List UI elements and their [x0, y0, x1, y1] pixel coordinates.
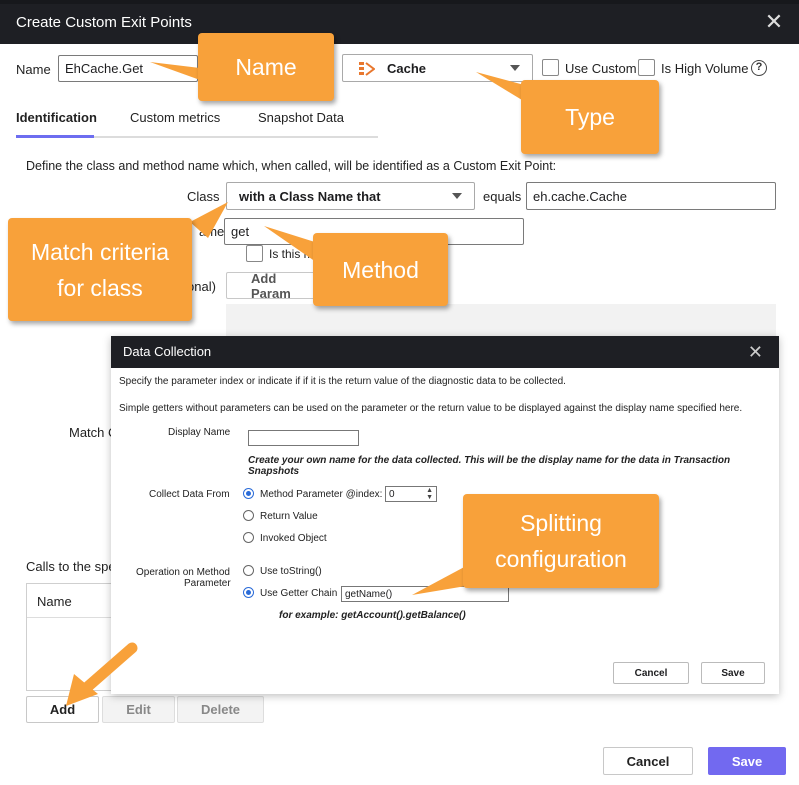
- name-label: Name: [16, 62, 51, 77]
- return-value-label: Return Value: [260, 511, 318, 522]
- tab-identification[interactable]: Identification: [16, 110, 97, 125]
- operation-label-line2: Parameter: [184, 578, 231, 589]
- return-value-radio[interactable]: [243, 510, 254, 521]
- optional-label: onal): [187, 279, 216, 294]
- getter-chain-label: Use Getter Chain: [260, 588, 338, 599]
- parameter-panel: [226, 304, 776, 338]
- add-parameter-button[interactable]: Add Param: [226, 271, 316, 301]
- data-collection-dialog: Data Collection ✕ Specify the parameter …: [111, 336, 779, 694]
- tab-bar-divider: [16, 136, 378, 138]
- dc-description-1: Specify the parameter index or indicate …: [119, 376, 566, 387]
- calls-label: Calls to the spe: [26, 559, 116, 574]
- tostring-label: Use toString(): [260, 566, 322, 577]
- getter-chain-example: for example: getAccount().getBalance(): [279, 610, 466, 621]
- window-title: Create Custom Exit Points: [16, 14, 192, 31]
- class-name-value: eh.cache.Cache: [533, 188, 627, 204]
- tab-custom-metrics[interactable]: Custom metrics: [130, 110, 221, 125]
- class-name-input[interactable]: eh.cache.Cache: [526, 182, 776, 210]
- type-select[interactable]: Cache: [342, 54, 533, 82]
- edit-button[interactable]: Edit: [102, 696, 175, 723]
- use-custom-label: Use Custom: [565, 61, 637, 76]
- class-match-select[interactable]: with a Class Name that: [226, 182, 475, 210]
- save-button[interactable]: Save: [708, 747, 786, 775]
- use-custom-checkbox[interactable]: [542, 59, 559, 76]
- cache-icon: [359, 62, 375, 76]
- name-input[interactable]: EhCache.Get: [58, 55, 198, 82]
- parameter-index-value: 0: [389, 488, 395, 500]
- identification-instructions: Define the class and method name which, …: [26, 159, 557, 173]
- display-name-input[interactable]: [248, 430, 359, 446]
- window-titlebar: Create Custom Exit Points ✕: [0, 0, 799, 44]
- method-label: ame: [199, 224, 225, 239]
- chevron-down-icon: [452, 193, 462, 199]
- data-collection-title: Data Collection: [123, 344, 212, 359]
- chevron-down-icon: [510, 65, 520, 71]
- is-this-checkbox[interactable]: [246, 245, 263, 262]
- stepper-arrows-icon[interactable]: ▲▼: [426, 487, 433, 501]
- operation-label-line1: Operation on Method: [136, 567, 230, 578]
- callout-match-criteria: Match criteria for class: [8, 218, 192, 321]
- add-button[interactable]: Add: [26, 696, 99, 723]
- callout-splitting: Splitting configuration: [463, 494, 659, 588]
- equals-label: equals: [483, 189, 522, 204]
- data-collection-titlebar: Data Collection ✕: [111, 336, 779, 368]
- titlebar-strip: [0, 0, 799, 4]
- getter-chain-input[interactable]: getName(): [341, 586, 509, 602]
- getter-chain-value: getName(): [345, 588, 393, 600]
- parameter-index-stepper[interactable]: 0 ▲▼: [385, 486, 437, 502]
- help-icon[interactable]: ?: [751, 60, 767, 76]
- getter-chain-radio[interactable]: [243, 587, 254, 598]
- names-list: Name: [26, 583, 116, 691]
- dc-cancel-button[interactable]: Cancel: [613, 662, 689, 684]
- name-input-value: EhCache.Get: [65, 61, 144, 76]
- display-name-hint: Create your own name for the data collec…: [248, 455, 731, 477]
- type-select-value: Cache: [387, 60, 427, 76]
- method-parameter-label: Method Parameter @index:: [260, 489, 383, 500]
- is-this-label: Is this m: [269, 247, 314, 261]
- invoked-object-label: Invoked Object: [260, 533, 327, 544]
- class-label: Class: [187, 189, 220, 204]
- method-parameter-radio[interactable]: [243, 488, 254, 499]
- delete-button[interactable]: Delete: [177, 696, 264, 723]
- callout-type: Type: [521, 80, 659, 154]
- invoked-object-radio[interactable]: [243, 532, 254, 543]
- callout-name: Name: [198, 33, 334, 101]
- cancel-button[interactable]: Cancel: [603, 747, 693, 775]
- class-match-select-value: with a Class Name that: [239, 188, 381, 204]
- callout-method: Method: [313, 233, 448, 306]
- is-high-volume-label: Is High Volume: [661, 61, 749, 76]
- method-name-value: get: [231, 224, 250, 239]
- is-high-volume-checkbox[interactable]: [638, 59, 655, 76]
- close-icon[interactable]: ✕: [747, 342, 763, 362]
- match-label: Match C: [69, 425, 118, 440]
- dc-save-button[interactable]: Save: [701, 662, 765, 684]
- tab-snapshot-data[interactable]: Snapshot Data: [258, 110, 345, 125]
- close-icon[interactable]: ✕: [764, 9, 784, 34]
- dc-description-2: Simple getters without parameters can be…: [119, 403, 743, 414]
- tab-active-indicator: [16, 135, 94, 138]
- tostring-radio[interactable]: [243, 565, 254, 576]
- display-name-label: Display Name: [168, 427, 231, 438]
- name-column-header: Name: [37, 594, 72, 609]
- collect-from-label: Collect Data From: [149, 489, 230, 500]
